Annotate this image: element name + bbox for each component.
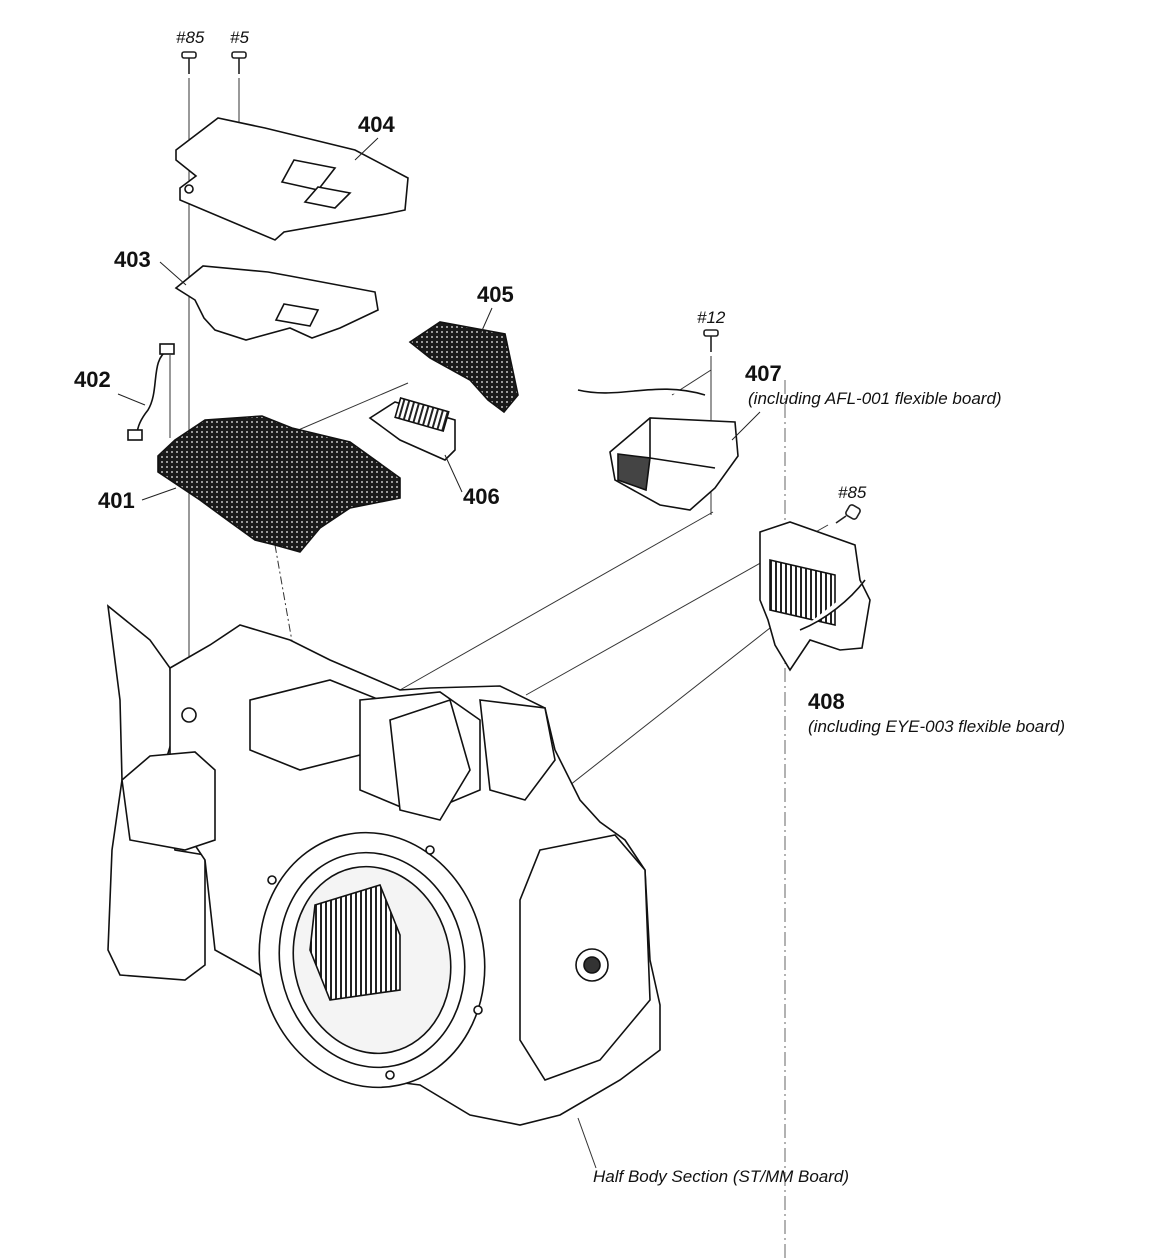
part-label-405: 405 [477, 282, 514, 307]
screw-label-5: #5 [230, 28, 249, 47]
screw-label-85-right: #85 [838, 483, 867, 502]
part-label-403: 403 [114, 247, 151, 272]
part-408-finder-block [759, 521, 871, 672]
part-406-heatsink [368, 397, 456, 461]
camera-body [106, 604, 661, 1126]
part-label-401: 401 [98, 488, 135, 513]
screw-12 [703, 329, 719, 352]
note-407: (including AFL-001 flexible board) [748, 389, 1002, 408]
screw-label-85-top: #85 [176, 28, 205, 47]
part-405-board [408, 321, 519, 414]
part-407-af-sensor [577, 388, 739, 511]
screw-85-right [835, 504, 861, 524]
part-402-cable [127, 343, 175, 441]
part-403-sheet [174, 265, 379, 341]
part-401-main-board [157, 415, 401, 553]
part-label-406: 406 [463, 484, 500, 509]
part-label-404: 404 [358, 112, 395, 137]
part-label-407: 407 [745, 361, 782, 386]
part-label-408: 408 [808, 689, 845, 714]
part-label-402: 402 [74, 367, 111, 392]
screw-5 [231, 51, 247, 74]
note-half-body-section: Half Body Section (ST/MM Board) [593, 1167, 850, 1186]
screw-label-12: #12 [697, 308, 726, 327]
part-404-top-cover [175, 117, 409, 241]
screw-85-top [181, 51, 197, 74]
note-408: (including EYE-003 flexible board) [808, 717, 1066, 736]
